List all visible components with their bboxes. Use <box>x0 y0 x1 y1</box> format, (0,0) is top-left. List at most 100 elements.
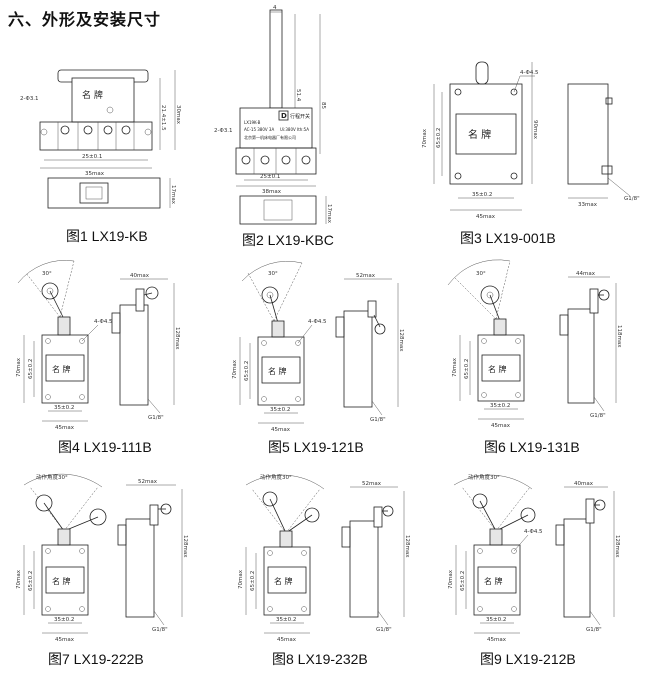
dim-label: 4-Φ4.5 <box>524 529 543 535</box>
dim-label: 65±0.2 <box>244 361 250 381</box>
drawing-stroke <box>567 308 595 404</box>
drawing-stroke <box>295 340 301 346</box>
dim-label: 128max <box>404 535 410 558</box>
drawing-lx19-001b: 名 牌 70max 65±0.2 90max 4-Φ4.5 35±0.2 45m… <box>422 61 640 220</box>
dim-label: 65±0.2 <box>28 571 34 591</box>
drawing-stroke <box>79 606 85 612</box>
dim-label: 30° <box>42 271 52 277</box>
figure-caption: 图3 LX19-001B <box>460 230 556 246</box>
dim-label: 35±0.2 <box>486 617 506 623</box>
drawing-stroke <box>454 88 462 96</box>
drawing-stroke <box>81 324 99 342</box>
dim-label: 17max <box>170 185 176 205</box>
drawing-stroke <box>377 610 389 626</box>
drawing-stroke <box>585 498 595 524</box>
figure-lx19-111b: 30° 名 牌 70max 65±0.2 4-Φ4.5 35±0.2 45max… <box>8 255 223 455</box>
dim-label: 21.4±1.5 <box>160 105 166 131</box>
dim-label: G1/8" <box>590 413 606 419</box>
dim-label: 128max <box>614 535 620 558</box>
drawing-stroke <box>373 314 381 328</box>
drawing-stroke <box>559 314 569 336</box>
dim-label: 85 <box>320 102 326 109</box>
drawing-stroke <box>121 125 131 135</box>
drawing-stroke <box>477 548 483 554</box>
dim-label: 45max <box>55 637 75 643</box>
drawing-stroke <box>285 488 321 534</box>
drawing-stroke <box>461 486 497 532</box>
figure-caption: 图5 LX19-121B <box>268 439 364 455</box>
dim-label: 70max <box>16 569 22 589</box>
dim-label: 45max <box>476 214 496 220</box>
dim-label: 65±0.2 <box>250 571 256 591</box>
drawing-stroke <box>239 107 313 149</box>
drawing-stroke <box>135 288 145 312</box>
drawing-lx19-121b: 30° 名 牌 70max 65±0.2 4-Φ4.5 35±0.2 45max… <box>232 261 404 433</box>
nameplate-text: 名 牌 <box>274 576 293 586</box>
drawing-stroke <box>269 294 279 324</box>
figure-lx19-121b: 30° 名 牌 70max 65±0.2 4-Φ4.5 35±0.2 45max… <box>228 255 443 455</box>
drawing-stroke <box>495 260 511 320</box>
label-rating: AC-15 380V 3A <box>244 127 274 132</box>
dim-label: 44max <box>576 271 596 277</box>
figure-caption: 图7 LX19-222B <box>48 651 144 667</box>
drawing-lx19-222b: 动作角度30° 名 牌 70max 65±0.2 35±0.2 45max 52… <box>16 473 188 643</box>
dim-label: 128max <box>398 329 404 352</box>
drawing-stroke <box>57 316 71 336</box>
dim-label: 35±0.2 <box>270 407 290 413</box>
drawing-stroke <box>278 110 289 121</box>
drawing-stroke <box>489 294 501 322</box>
drawing-lx19-232b: 动作角度30° 名 牌 70max 65±0.2 35±0.2 45max 52… <box>238 473 410 643</box>
dim-label: 30max <box>175 105 181 125</box>
drawing-stroke <box>263 199 293 221</box>
drawing-stroke <box>241 155 251 165</box>
drawing-stroke <box>495 486 531 532</box>
figure-caption: 图4 LX19-111B <box>58 439 152 455</box>
drawing-stroke <box>511 606 517 612</box>
drawing-stroke <box>45 354 85 382</box>
drawing-stroke <box>297 324 313 344</box>
drawing-stroke <box>513 75 521 93</box>
drawing-stroke <box>29 486 65 532</box>
figure-caption: 图1 LX19-KB <box>66 228 148 244</box>
dim-label: 30° <box>476 271 486 277</box>
figure-lx19-kb: 名 牌 2-Φ3.1 21.4±1.5 30max 25±0.1 35max 1… <box>20 50 200 244</box>
drawing-stroke <box>261 396 267 402</box>
dim-label: 动作角度30° <box>468 473 500 481</box>
drawing-stroke <box>125 518 155 618</box>
dim-label: 35±0.2 <box>276 617 296 623</box>
drawing-stroke <box>143 292 153 296</box>
dim-label: 40max <box>130 273 150 279</box>
dim-label: 45max <box>491 423 511 429</box>
drawing-stroke <box>23 473 103 488</box>
figure-lx19-001b: 名 牌 70max 65±0.2 90max 4-Φ4.5 35±0.2 45m… <box>420 58 653 248</box>
dim-label: 45max <box>55 425 75 431</box>
dim-label: 25±0.1 <box>82 154 102 160</box>
drawing-stroke <box>111 312 121 334</box>
drawing-stroke <box>563 518 591 618</box>
figure-caption: 图2 LX19-KBC <box>242 232 334 248</box>
nameplate-text: 名 牌 <box>268 366 287 376</box>
drawing-stroke <box>481 354 521 382</box>
drawing-stroke <box>41 544 89 616</box>
label-brand: 行程开关 <box>290 113 310 120</box>
dim-label: 4-Φ4.5 <box>94 319 113 325</box>
dim-label: 70max <box>422 128 428 148</box>
dim-label: 38max <box>262 189 282 195</box>
drawing-stroke <box>453 276 497 320</box>
drawing-stroke <box>269 9 283 109</box>
dim-label: 2-Φ3.1 <box>20 96 39 102</box>
dim-label: 33max <box>578 202 598 208</box>
figure-lx19-232b: 动作角度30° 名 牌 70max 65±0.2 35±0.2 45max 52… <box>228 465 443 670</box>
dim-label: 128max <box>182 535 188 558</box>
dim-label: G1/8" <box>586 627 602 633</box>
drawing-stroke <box>477 606 483 612</box>
dim-label: 70max <box>232 359 238 379</box>
drawing-stroke <box>447 259 511 286</box>
drawing-stroke <box>153 610 165 626</box>
dim-label: 4-Φ4.5 <box>308 319 327 325</box>
dim-label: 52max <box>138 479 158 485</box>
nameplate-text: 名 牌 <box>488 364 507 374</box>
drawing-stroke <box>40 128 48 136</box>
drawing-stroke <box>343 310 373 408</box>
drawing-stroke <box>589 288 599 314</box>
